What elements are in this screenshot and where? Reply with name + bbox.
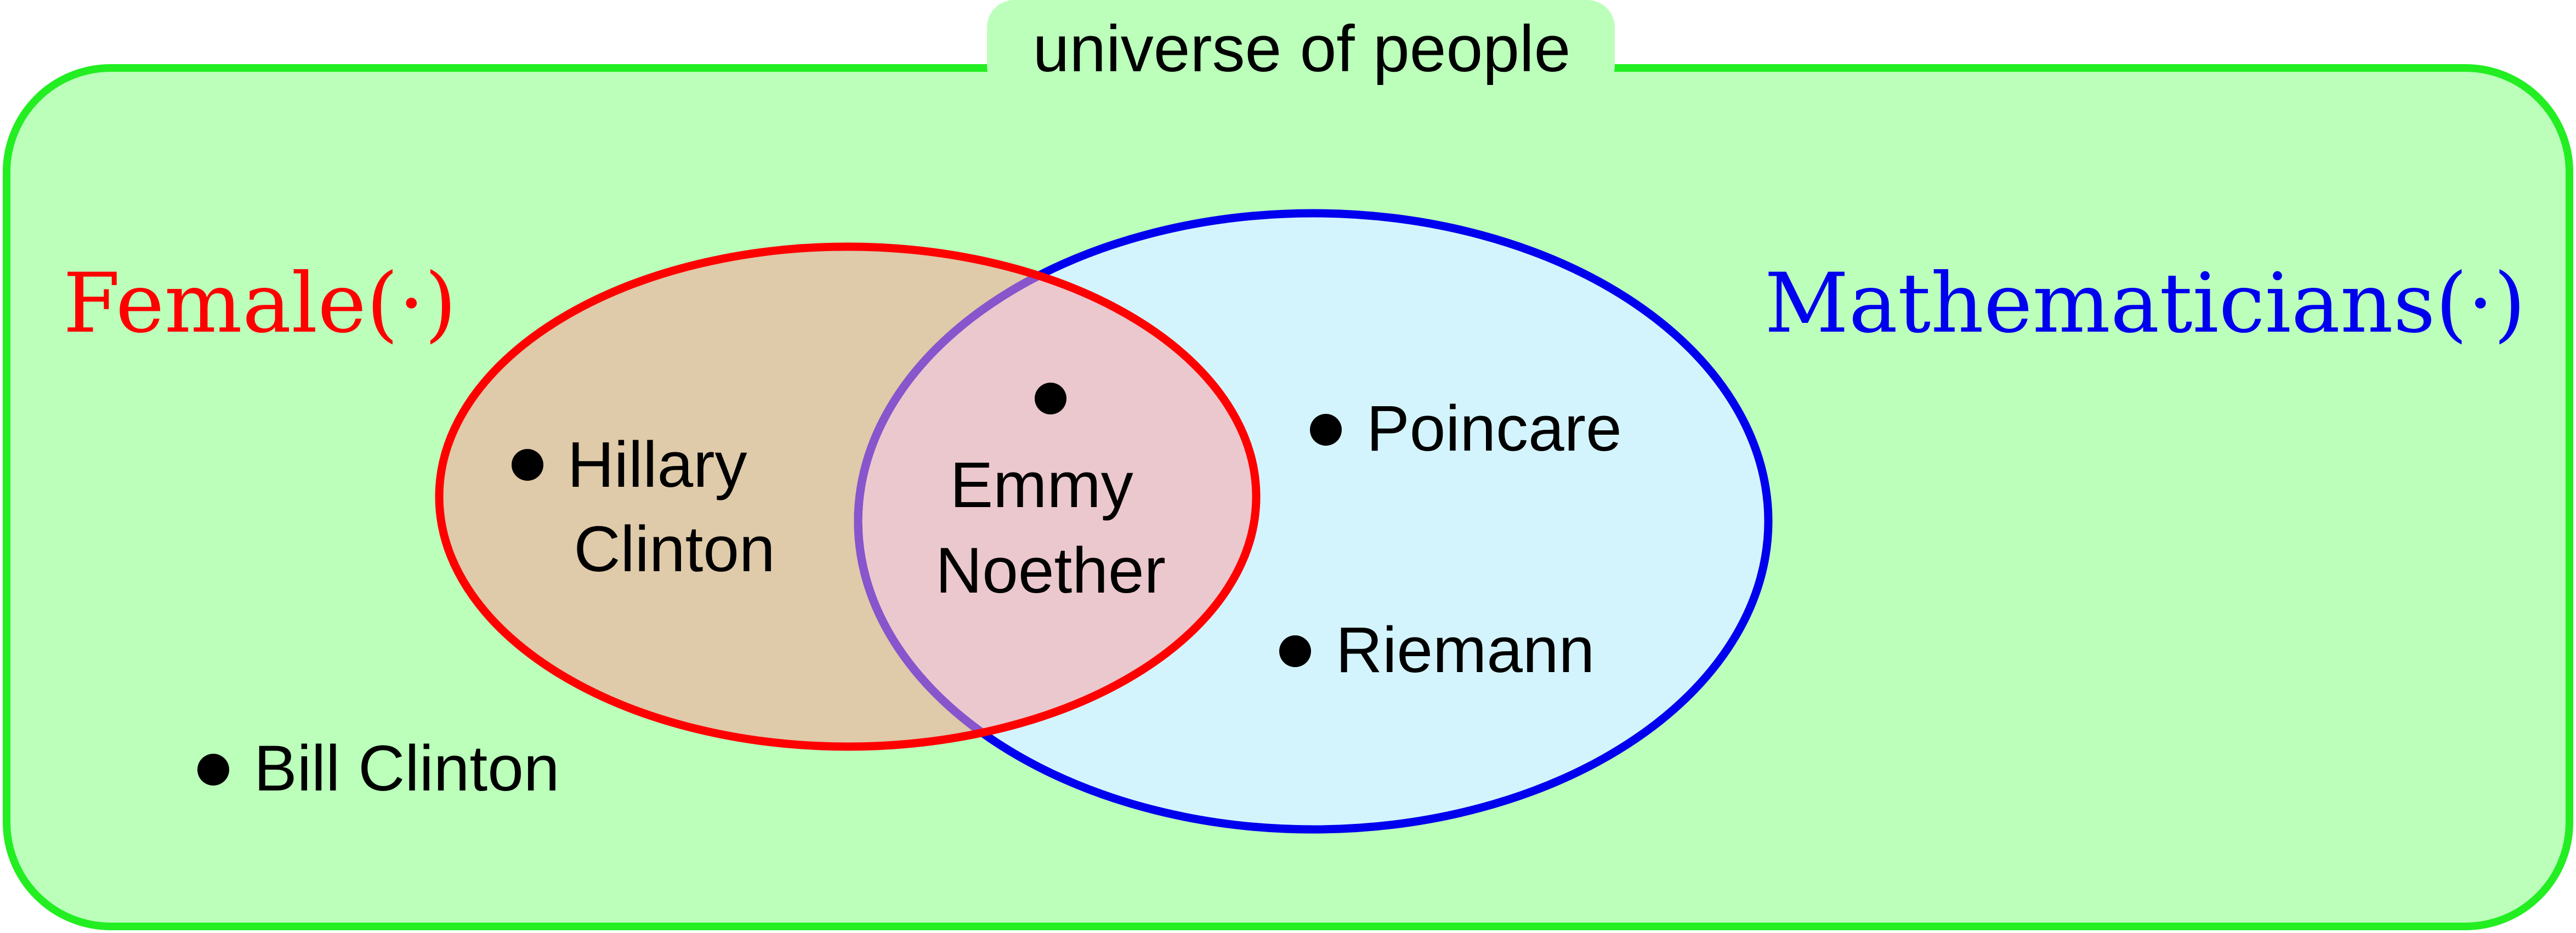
universe-label: universe of people	[1033, 12, 1571, 86]
person-label-hillary-clinton: Hillary Clinton	[568, 429, 775, 585]
person-dot-hillary-clinton	[512, 449, 543, 481]
female-set-label: Female(·)	[63, 256, 457, 351]
person-dot-emmy-noether	[1035, 383, 1066, 414]
universe-label-tab	[987, 0, 1615, 93]
person-dot-riemann	[1279, 635, 1311, 667]
female-set-boundary	[435, 242, 1261, 751]
person-dot-bill-clinton	[197, 754, 229, 786]
person-label-bill-clinton: Bill Clinton	[254, 732, 559, 805]
intersection-boundary	[854, 247, 1256, 747]
person-label-riemann: Riemann	[1336, 614, 1595, 686]
intersection-region	[858, 247, 1256, 747]
person-label-poincare: Poincare	[1366, 392, 1622, 465]
person-label-emmy-noether: Emmy Noether	[935, 449, 1166, 607]
mathematicians-set-label: Mathematicians(·)	[1764, 256, 2526, 351]
person-dot-poincare	[1310, 414, 1342, 446]
